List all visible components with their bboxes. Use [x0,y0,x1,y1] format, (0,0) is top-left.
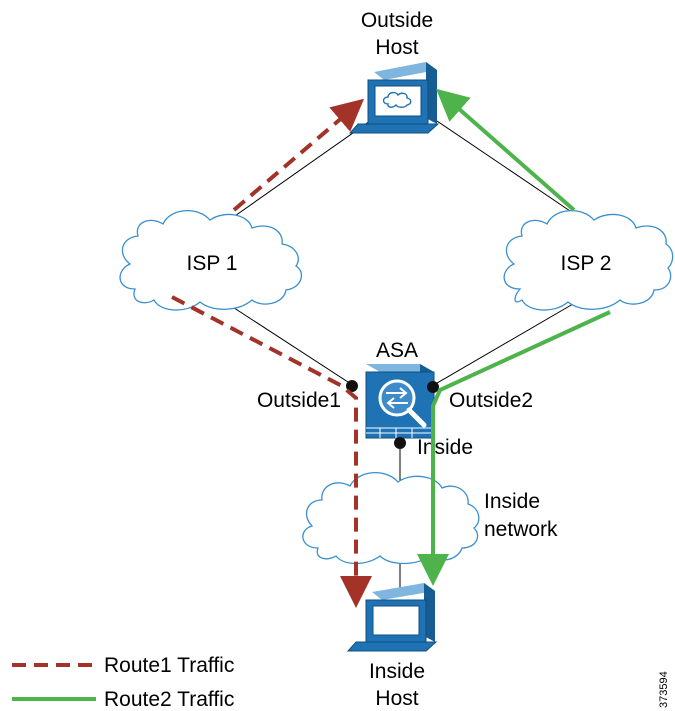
asa-firewall-icon [365,364,435,439]
inside-network-cloud-icon [302,471,480,565]
outside1-interface-dot [346,380,358,392]
inside-host: Inside Host [346,583,438,710]
isp2-label: ISP 2 [561,252,612,275]
legend-route1-label: Route1 Traffic [104,654,234,677]
outside2-label: Outside2 [449,389,533,412]
link-outside-host-isp1 [231,120,371,219]
outside2-interface-dot [427,381,439,393]
inside-network-label-line1: Inside [484,490,540,513]
outside-host-label-line1: Outside [361,9,433,32]
route2-path [417,88,611,586]
isp1-cloud: ISP 1 [119,210,303,311]
link-isp1-asa [227,303,349,383]
inside-network-label-line2: network [484,518,558,541]
asa: ASA Outside1 Outside2 Inside [257,339,533,459]
inside-network-cloud [302,471,480,565]
outside-host-label-line2: Host [375,36,418,59]
link-isp2-asa [431,303,574,387]
asa-label: ASA [376,339,418,362]
legend: Route1 Traffic Route2 Traffic [12,654,234,711]
route1-path [171,98,372,608]
isp1-label: ISP 1 [187,252,238,275]
isp2-cloud: ISP 2 [503,210,674,311]
route2-segment-to-outside-host [435,88,576,212]
inside-label: Inside [417,436,473,459]
inside-host-label-line1: Inside [369,660,425,683]
outside1-label: Outside1 [257,389,341,412]
inside-host-computer-icon [346,583,438,652]
inside-host-label-line2: Host [375,687,418,710]
figure-id: 373594 [658,671,670,708]
isp2-cloud-icon [503,210,674,311]
route2-segment-to-inside-host [417,310,611,586]
isp1-cloud-icon [119,210,303,311]
route1-segment-to-outside-host [232,98,365,212]
outside-host-computer-icon [348,62,440,134]
legend-route2-label: Route2 Traffic [104,688,234,711]
link-outside-host-isp2 [436,120,574,214]
route1-segment-to-inside-host [171,295,372,608]
outside-host: Outside Host [348,9,440,134]
inside-interface-dot [394,437,406,449]
